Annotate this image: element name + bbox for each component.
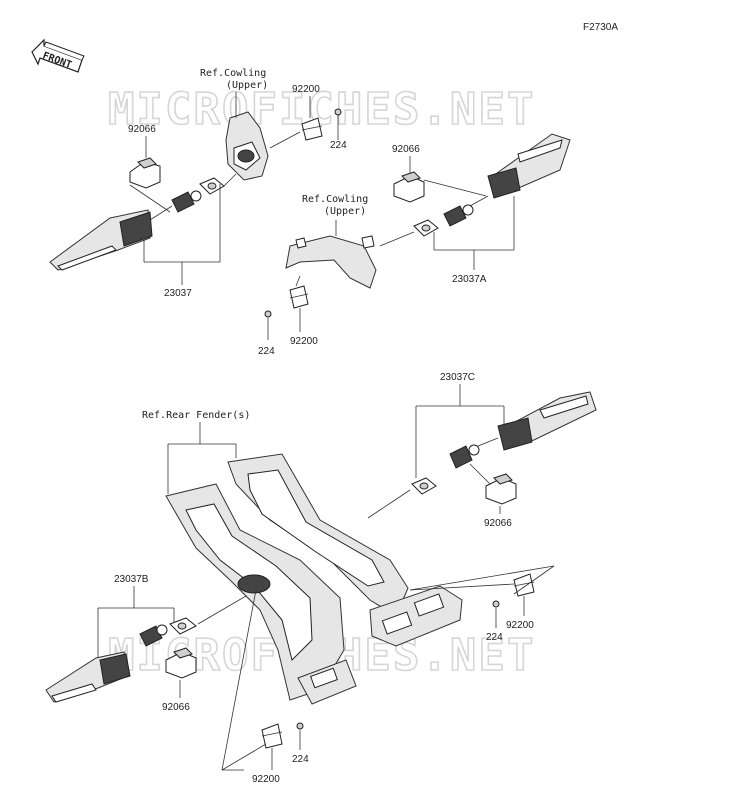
socket-left bbox=[149, 190, 202, 221]
turn-signal-rear-left bbox=[45, 651, 131, 703]
socket-rear-right bbox=[449, 437, 499, 469]
part-label: 23037 bbox=[164, 288, 192, 299]
part-label: 224 bbox=[292, 754, 309, 765]
grommet-rear-left bbox=[169, 617, 197, 635]
ref-label: Ref.Cowling bbox=[200, 68, 266, 79]
bracket-cowling-right bbox=[285, 235, 377, 289]
ref-label: Ref.Cowling bbox=[302, 194, 368, 205]
part-label: 23037B bbox=[114, 574, 149, 585]
watermark-top: MICROFICHES.NET bbox=[108, 84, 535, 135]
ref-rear-fender: Ref.Rear Fender(s) bbox=[142, 410, 250, 421]
ref-label: (Upper) bbox=[226, 80, 268, 91]
ref-cowling-upper-1: Ref.Cowling (Upper) bbox=[200, 68, 268, 91]
bracket-cowling-left bbox=[225, 111, 269, 181]
clip-92200-a bbox=[301, 117, 323, 141]
bulb-92066-rear-left bbox=[165, 647, 197, 679]
screw-224-a bbox=[334, 108, 342, 136]
grommet-rear-right bbox=[411, 477, 437, 495]
figure-code: F2730A bbox=[583, 22, 618, 33]
screw-224-b bbox=[264, 310, 272, 318]
bulb-92066-rear-right bbox=[485, 473, 517, 505]
turn-signal-front-right bbox=[487, 133, 571, 199]
screw-224-d bbox=[296, 722, 304, 730]
clip-92200-c bbox=[513, 573, 535, 597]
front-arrow-icon: FRONT bbox=[31, 38, 85, 73]
clip-92200-b bbox=[289, 285, 309, 309]
part-label: 224 bbox=[330, 140, 347, 151]
part-label: 92066 bbox=[162, 702, 190, 713]
part-label: 224 bbox=[258, 346, 275, 357]
ref-cowling-upper-2: Ref.Cowling (Upper) bbox=[302, 194, 368, 217]
screw-224-c bbox=[492, 600, 500, 608]
rear-fender-frame bbox=[165, 453, 463, 705]
part-label: 224 bbox=[486, 632, 503, 643]
part-label: 92200 bbox=[292, 84, 320, 95]
bulb-92066-right bbox=[393, 171, 425, 203]
part-label: 92200 bbox=[252, 774, 280, 785]
clip-92200-d bbox=[261, 723, 283, 749]
turn-signal-front-left bbox=[49, 209, 153, 271]
ref-label: (Upper) bbox=[324, 206, 366, 217]
turn-signal-rear-right bbox=[497, 391, 597, 451]
socket-right bbox=[443, 195, 489, 227]
part-label: 92200 bbox=[290, 336, 318, 347]
part-label: 23037A bbox=[452, 274, 487, 285]
part-label: 92066 bbox=[392, 144, 420, 155]
part-label: 92066 bbox=[484, 518, 512, 529]
bulb-92066-left bbox=[129, 157, 161, 189]
grommet-right bbox=[413, 219, 439, 237]
socket-rear-left bbox=[139, 624, 168, 647]
part-label: 92200 bbox=[506, 620, 534, 631]
part-label: 23037C bbox=[440, 372, 475, 383]
part-label: 92066 bbox=[128, 124, 156, 135]
